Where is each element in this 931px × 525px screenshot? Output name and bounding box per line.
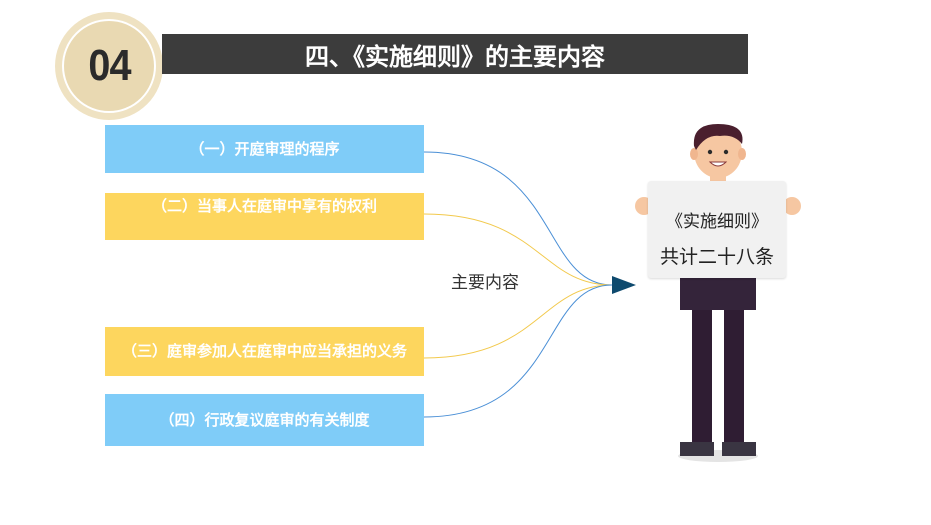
content-item-3: （三）庭审参加人在庭审中应当承担的义务 (105, 327, 424, 376)
connector-curve-1 (423, 151, 613, 286)
sign-line-1: 《实施细则》 (666, 212, 768, 232)
page-title: 四、《实施细则》的主要内容 (162, 34, 748, 74)
connector-curve-2 (423, 213, 613, 286)
content-item-4: （四）行政复议庭审的有关制度 (105, 394, 424, 446)
center-label: 主要内容 (451, 273, 519, 293)
section-number-badge: 04 (62, 19, 156, 113)
sign-line-2: 共计二十八条 (659, 246, 774, 268)
content-item-1: （一）开庭审理的程序 (105, 125, 424, 173)
connector-curve-3 (423, 284, 613, 359)
content-item-2: （二）当事人在庭审中享有的权利 (105, 193, 424, 240)
arrow-head-icon (612, 276, 636, 294)
section-number: 04 (87, 41, 131, 90)
connector-curve-4 (423, 284, 613, 418)
person-illustration-icon (635, 124, 801, 462)
sign-board (648, 181, 786, 278)
